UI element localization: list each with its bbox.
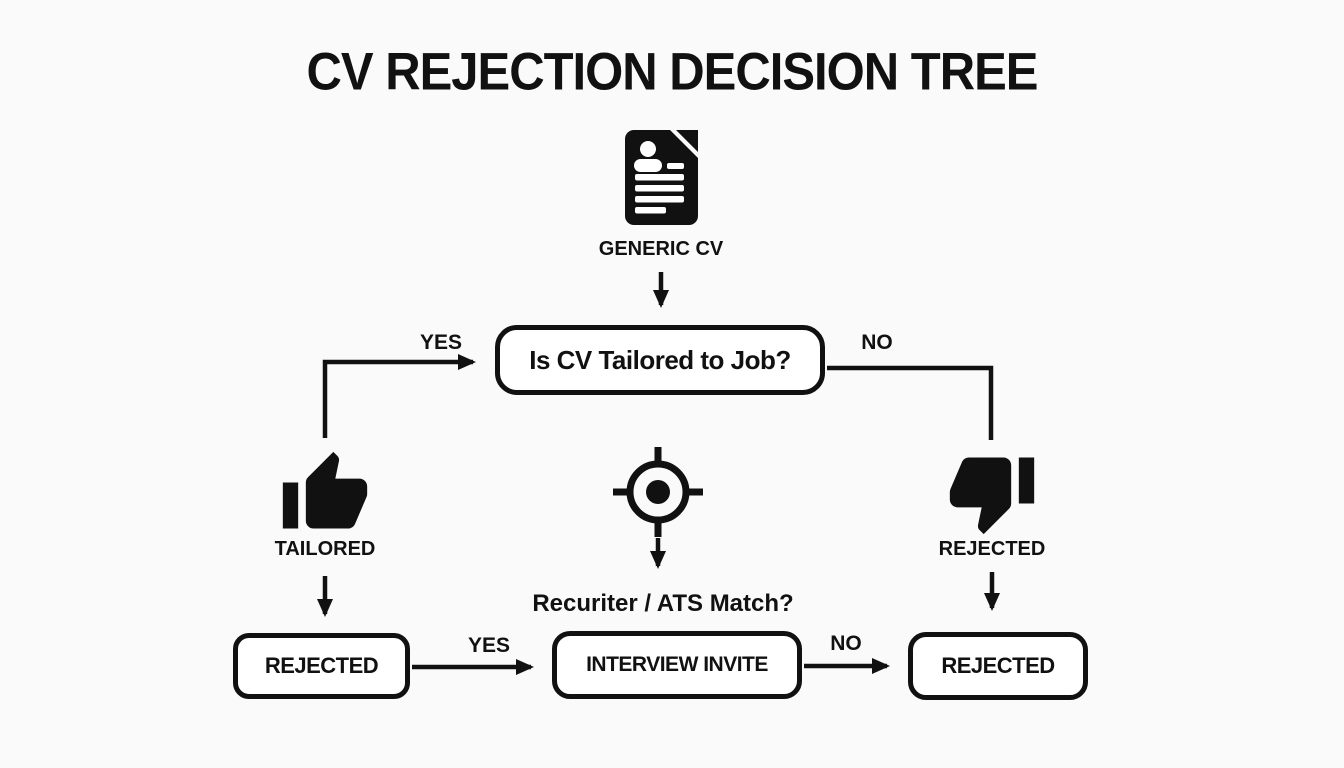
interview-yes-edge-label: YES xyxy=(467,634,511,657)
edge-yes-branch-to-decision xyxy=(322,354,476,438)
cv-document-icon xyxy=(625,130,698,225)
thumbs-down-icon xyxy=(949,457,1035,535)
thumbs-up-icon xyxy=(282,451,368,529)
rejected-right-label: REJECTED xyxy=(941,653,1055,678)
tailored-label: TAILORED xyxy=(274,538,376,560)
decision-no-edge-label: NO xyxy=(861,331,893,354)
ats-match-question: Recuriter / ATS Match? xyxy=(532,590,794,617)
interview-invite-label: INTERVIEW INVITE xyxy=(586,653,768,676)
decision-node-is-cv-tailored: Is CV Tailored to Job? xyxy=(495,325,825,395)
target-crosshair-icon xyxy=(613,447,703,537)
interview-invite-node: INTERVIEW INVITE xyxy=(552,631,802,699)
edge-decision-no-branch xyxy=(827,365,994,440)
interview-no-edge-label: NO xyxy=(830,632,862,655)
decision-node-label: Is CV Tailored to Job? xyxy=(529,344,791,375)
rejected-branch-label: REJECTED xyxy=(938,538,1046,560)
decision-yes-edge-label: YES xyxy=(419,331,463,354)
rejected-left-label: REJECTED xyxy=(264,653,379,678)
rejected-left-node: REJECTED xyxy=(233,633,410,699)
rejected-right-node: REJECTED xyxy=(908,632,1088,700)
page-title: CV REJECTION DECISION TREE xyxy=(306,43,1039,102)
generic-cv-label: GENERIC CV xyxy=(598,238,724,260)
